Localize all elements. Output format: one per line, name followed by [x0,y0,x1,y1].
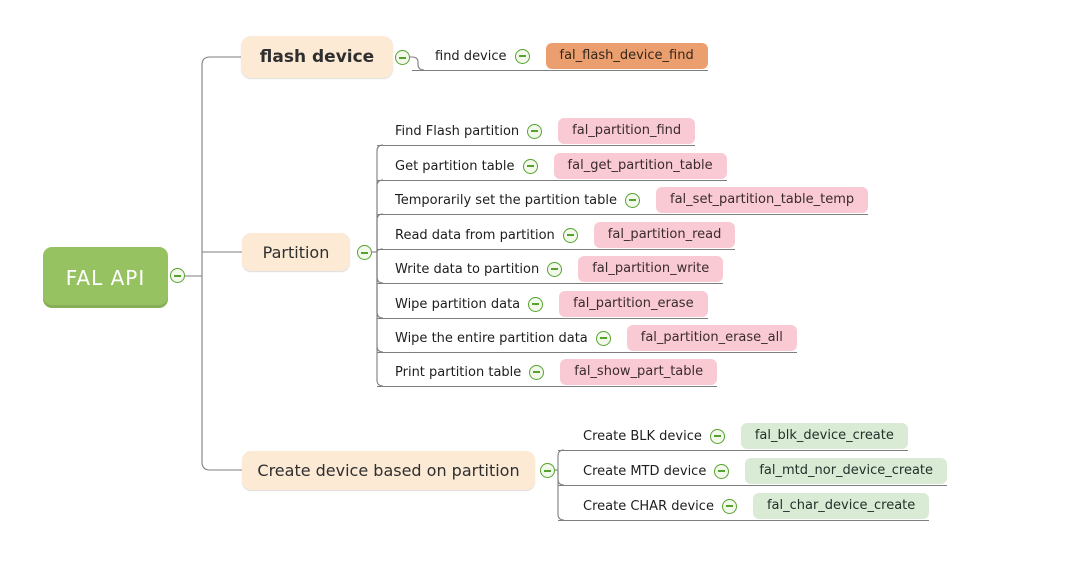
topic-row: Print partition table fal_show_part_tabl… [377,358,718,387]
collapse-icon[interactable] [514,48,530,64]
api-chip[interactable]: fal_get_partition_table [553,153,727,179]
topic-row: Get partition table fal_get_partition_ta… [377,152,727,181]
api-chip[interactable]: fal_partition_find [558,118,696,144]
branch-label: Create device based on partition [257,461,520,480]
collapse-icon[interactable] [562,227,578,243]
collapse-icon[interactable] [170,268,185,283]
topic-row: find device fal_flash_device_find [412,42,708,71]
topic-row: Wipe the entire partition data fal_parti… [377,324,797,353]
collapse-icon[interactable] [529,364,545,380]
topic-label[interactable]: Create BLK device [583,428,702,444]
topic-label[interactable]: Get partition table [395,158,515,174]
api-chip[interactable]: fal_char_device_create [752,493,930,519]
collapse-icon[interactable] [709,428,725,444]
topic-row: Wipe partition data fal_partition_erase [377,290,708,319]
api-chip[interactable]: fal_mtd_nor_device_create [745,458,948,484]
api-chip[interactable]: fal_partition_erase [559,291,708,317]
topic-label[interactable]: Create MTD device [583,463,707,479]
api-chip[interactable]: fal_partition_read [593,222,736,248]
topic-row: Create MTD device fal_mtd_nor_device_cre… [558,457,948,486]
api-chip[interactable]: fal_partition_erase_all [626,325,797,351]
topic-label[interactable]: Temporarily set the partition table [395,192,618,208]
collapse-icon[interactable] [527,123,543,139]
topic-label[interactable]: Wipe the entire partition data [395,330,588,346]
topic-label[interactable]: Wipe partition data [395,296,521,312]
collapse-icon[interactable] [357,245,372,260]
collapse-icon[interactable] [547,261,563,277]
topic-row: Create BLK device fal_blk_device_create [558,422,908,451]
topic-row: Find Flash partition fal_partition_find [377,117,696,146]
collapse-icon[interactable] [714,463,730,479]
topic-label[interactable]: Read data from partition [395,227,555,243]
branch-label: flash device [259,47,375,67]
api-chip[interactable]: fal_set_partition_table_temp [656,187,869,213]
topic-label[interactable]: find device [435,48,507,64]
collapse-icon[interactable] [625,192,641,208]
collapse-icon[interactable] [522,158,538,174]
topic-row: Create CHAR device fal_char_device_creat… [558,492,930,521]
collapse-icon[interactable] [721,498,737,514]
topic-row: Read data from partition fal_partition_r… [377,221,736,250]
branch-node-create-device[interactable]: Create device based on partition [242,451,535,490]
api-chip[interactable]: fal_flash_device_find [545,43,708,69]
api-chip[interactable]: fal_blk_device_create [740,423,908,449]
topic-row: Temporarily set the partition table fal_… [377,186,869,215]
topic-label[interactable]: Find Flash partition [395,123,520,139]
api-chip[interactable]: fal_show_part_table [560,359,718,385]
root-label: FAL API [65,265,146,290]
topic-row: Write data to partition fal_partition_wr… [377,255,724,284]
topic-label[interactable]: Print partition table [395,364,522,380]
branch-node-partition[interactable]: Partition [242,233,350,271]
collapse-icon[interactable] [540,463,555,478]
branch-node-flash-device[interactable]: flash device [241,36,393,78]
root-node-fal-api[interactable]: FAL API [43,247,168,308]
branch-label: Partition [262,242,330,262]
topic-label[interactable]: Create CHAR device [583,498,714,514]
topic-label[interactable]: Write data to partition [395,261,540,277]
api-chip[interactable]: fal_partition_write [578,256,724,282]
collapse-icon[interactable] [395,50,410,65]
collapse-icon[interactable] [528,296,544,312]
collapse-icon[interactable] [595,330,611,346]
